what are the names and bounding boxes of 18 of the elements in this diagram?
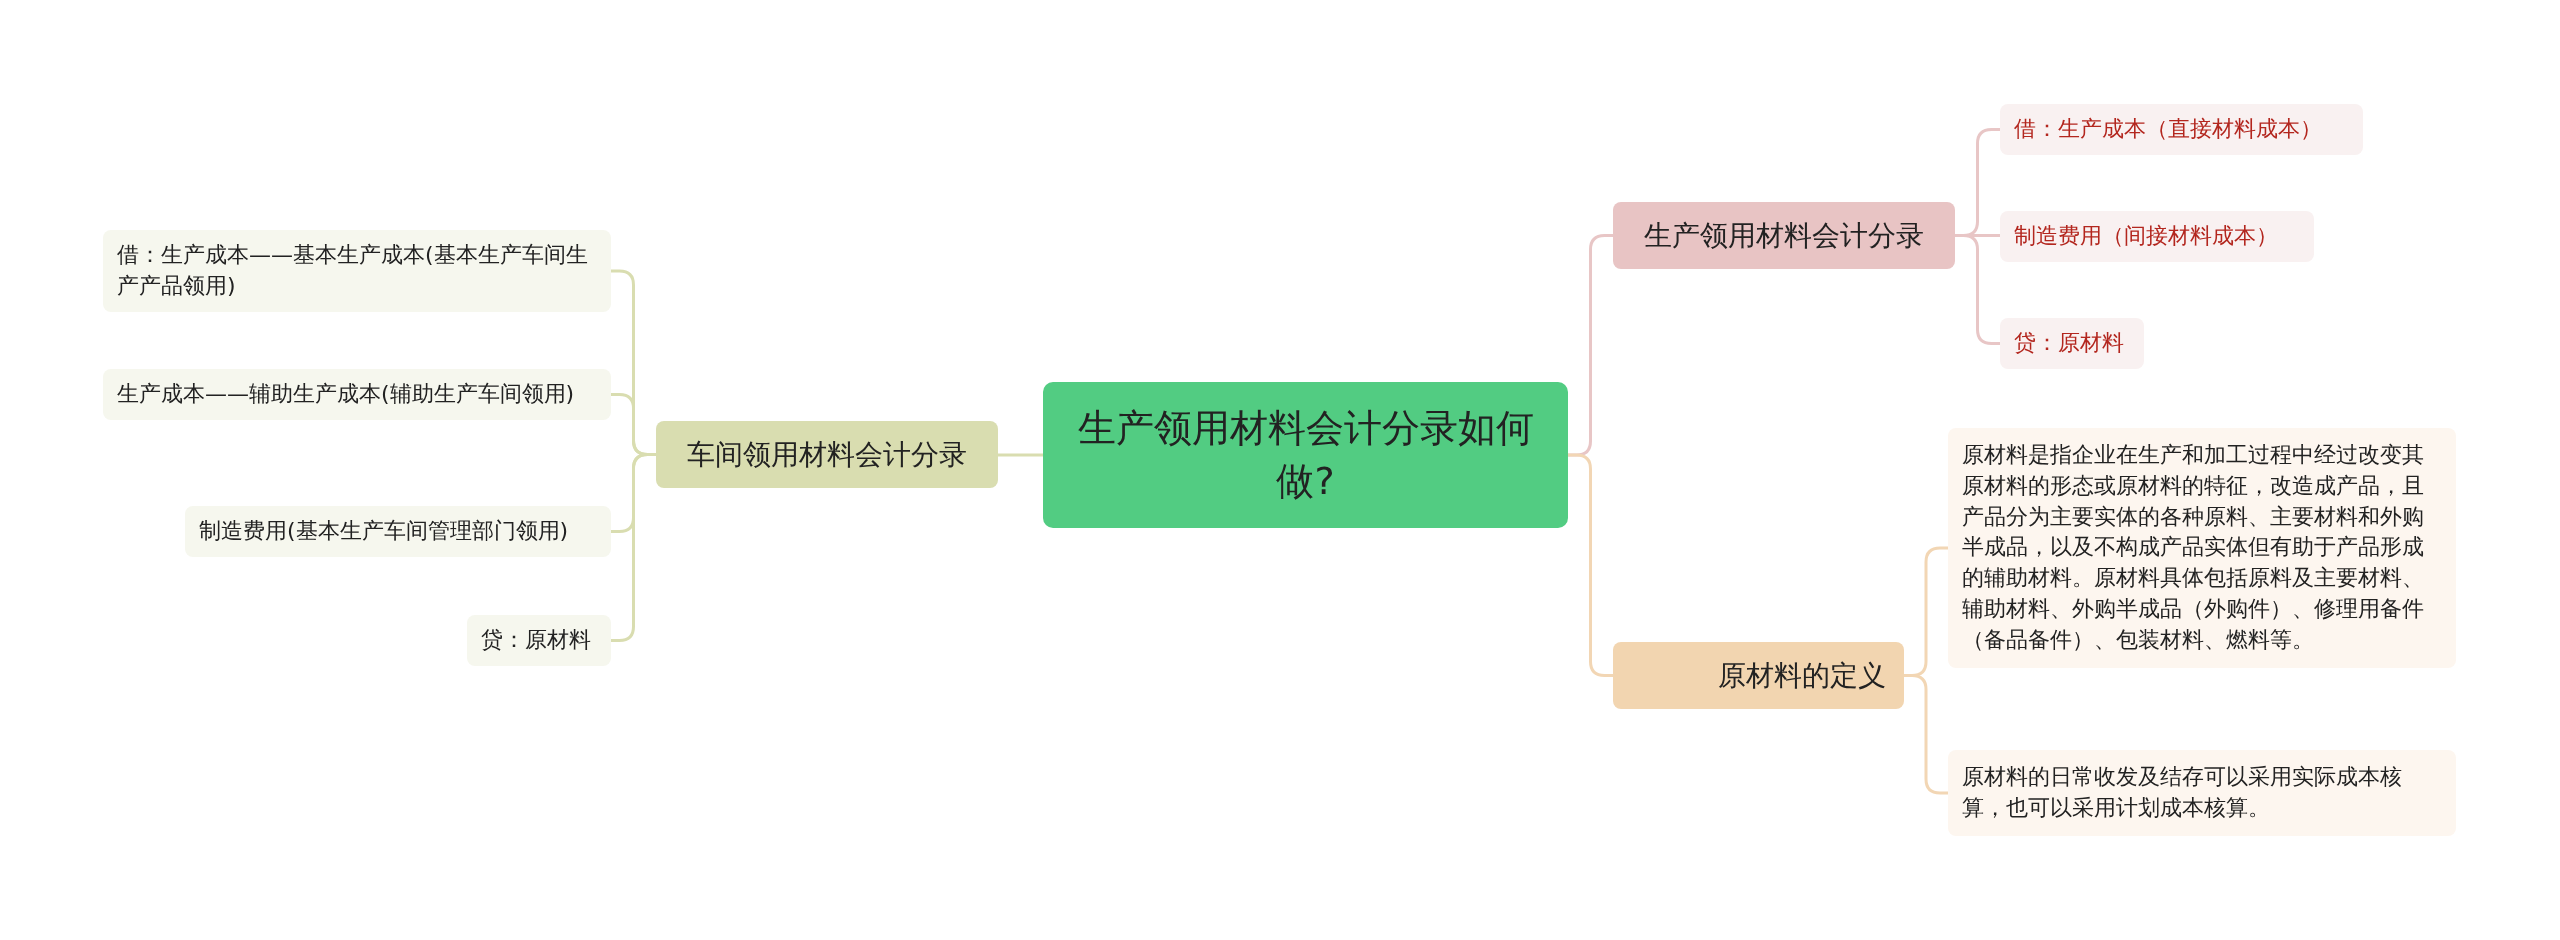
note-box: 原材料是指企业在生产和加工过程中经过改变其原材料的形态或原材料的特征，改造成产品，且产品分为主要实体的各种原料、主要材料和外购半成品，以及不构成产品实体但有助于产品形成的辅助材料。原材料具体包括原料及主要材料、辅助材料、外购半成品（外购件）、修理用备件（备品备件）、包装材料、燃料等。: [1948, 428, 2456, 668]
connector: [998, 453, 1043, 457]
subtopic-box: 制造费用（间接材料成本）: [2000, 211, 2314, 262]
subtopic-box: 生产成本——辅助生产成本(辅助生产车间领用): [103, 369, 611, 420]
subtopic-box: 贷：原材料: [2000, 318, 2144, 369]
subtopic-box: 制造费用(基本生产车间管理部门领用): [185, 506, 611, 557]
topic-box: 生产领用材料会计分录: [1613, 202, 1955, 270]
connector: [1904, 674, 1948, 795]
topic-box: 原材料的定义: [1613, 642, 1904, 710]
subtopic-box: 借：生产成本——基本生产成本(基本生产车间生产产品领用): [103, 230, 611, 312]
central-topic-box: 生产领用材料会计分录如何做?: [1043, 382, 1568, 529]
connector: [1568, 453, 1613, 677]
topic-box: 车间领用材料会计分录: [656, 421, 998, 489]
connector: [611, 453, 656, 642]
note-box: 原材料的日常收发及结存可以采用实际成本核算，也可以采用计划成本核算。: [1948, 750, 2456, 836]
subtopic-box: 借：生产成本（直接材料成本）: [2000, 104, 2363, 155]
subtopic-box: 贷：原材料: [467, 615, 611, 666]
connector: [1955, 234, 2000, 345]
